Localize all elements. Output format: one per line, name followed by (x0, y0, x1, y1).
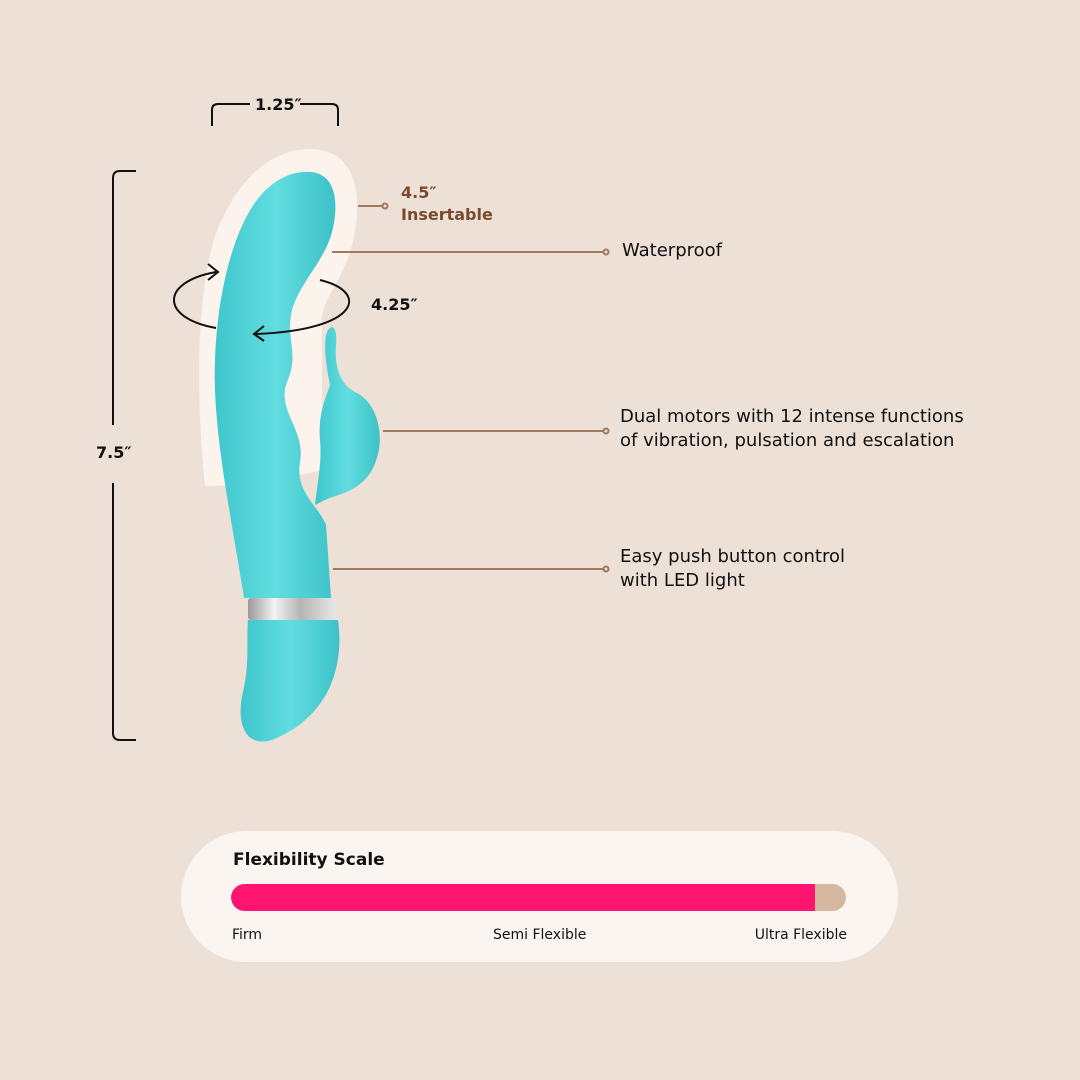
feature-button: Easy push button control with LED light (620, 545, 845, 593)
feature-waterproof: Waterproof (622, 239, 722, 263)
feature-line: Dual motors with 12 intense functions (620, 406, 964, 427)
label-ultra-flexible: Ultra Flexible (754, 927, 847, 943)
callout-lines (332, 202, 610, 573)
insertable-value: 4.5″ (401, 183, 437, 202)
width-bracket (211, 103, 339, 126)
feature-line: Waterproof (622, 240, 723, 261)
label-semi-flexible: Semi Flexible (493, 927, 587, 943)
rotation-arrow-icon (173, 271, 351, 335)
flexibility-title: Flexibility Scale (233, 850, 385, 870)
width-dimension: 1.25″ (255, 95, 302, 114)
product-shaft (214, 171, 336, 598)
insertable-callout: 4.5″ Insertable (401, 182, 493, 226)
metal-ring (248, 598, 336, 620)
insertable-label: Insertable (401, 205, 493, 224)
flexibility-fill (231, 884, 816, 911)
circumference-dimension: 4.25″ (371, 295, 418, 314)
product-handle (240, 620, 340, 742)
flexibility-track (231, 884, 846, 911)
length-dimension: 7.5″ (96, 443, 132, 462)
feature-line: of vibration, pulsation and escalation (620, 430, 955, 451)
flexibility-scale: Flexibility Scale Firm Semi Flexible Ult… (181, 831, 898, 962)
length-bracket (112, 170, 136, 741)
feature-motors: Dual motors with 12 intense functions of… (620, 405, 964, 453)
feature-line: with LED light (620, 570, 745, 591)
clitoral-arm (315, 327, 380, 505)
feature-line: Easy push button control (620, 546, 845, 567)
label-firm: Firm (232, 927, 263, 943)
